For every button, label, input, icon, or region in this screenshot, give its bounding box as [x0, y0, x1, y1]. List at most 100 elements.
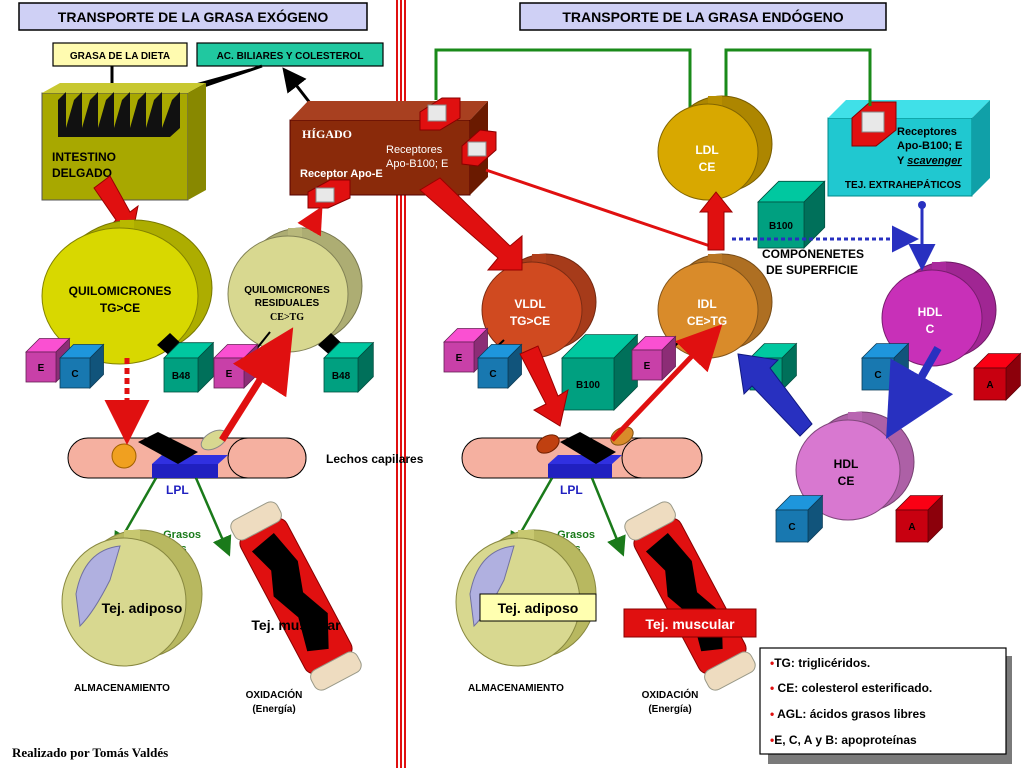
tissues — [61, 501, 756, 691]
almacenamiento-right: ALMACENAMIENTO — [468, 683, 564, 694]
tej-muscular-right-label: Tej. muscular — [623, 608, 757, 638]
svg-text:TG>CE: TG>CE — [100, 301, 140, 315]
apo-c-hdl-ce: C — [775, 494, 824, 543]
legend-box: •TG: triglicéridos. • CE: colesterol est… — [759, 647, 1012, 764]
svg-text:IDL: IDL — [697, 297, 716, 311]
apo-b48-residual: B48 — [323, 341, 375, 393]
hdl-ce-label: HDL CE — [834, 457, 859, 488]
apo-a-hdl: A — [973, 352, 1022, 401]
svg-text:DELGADO: DELGADO — [52, 166, 112, 180]
vldl-to-capillary-arrow — [519, 345, 569, 427]
apo-e-quilo-label: E — [38, 363, 45, 374]
svg-text:CE: CE — [838, 474, 855, 488]
apo-c-vldl-label: C — [489, 369, 496, 380]
tej-muscular-left — [230, 501, 362, 691]
tej-muscular-left-label: Tej. muscular — [251, 617, 341, 633]
apo-b100-ldl: B100 — [757, 180, 826, 249]
apo-e-vldl-label: E — [456, 353, 463, 364]
lipoprotein-cylinders — [41, 95, 997, 521]
green-connections — [434, 48, 872, 112]
svg-text:GRASA DE LA DIETA: GRASA DE LA DIETA — [70, 51, 170, 62]
svg-text:CE>TG: CE>TG — [687, 314, 727, 328]
apo-e-residual-label: E — [226, 369, 233, 380]
hdl-c-to-hdl-ce-arrow — [886, 346, 954, 439]
lpl-label-right: LPL — [560, 483, 583, 497]
apo-c-quilo: C — [59, 343, 105, 389]
apo-c-hdl: C — [861, 342, 910, 391]
svg-text:CE>TG: CE>TG — [270, 312, 304, 323]
svg-text:Apo-B100; E: Apo-B100; E — [897, 140, 962, 152]
svg-text:HDL: HDL — [918, 305, 943, 319]
svg-text:AC. BILIARES Y COLESTEROL: AC. BILIARES Y COLESTEROL — [217, 51, 364, 62]
apo-b100-ldl-label: B100 — [769, 221, 793, 232]
legend-item-apo: •E, C, A y B: apoproteínas — [770, 733, 917, 747]
tej-adiposo-left-label: Tej. adiposo — [102, 600, 183, 616]
apo-a-hdl-ce: A — [895, 494, 944, 543]
hdl-c-label: HDL C — [918, 305, 943, 336]
apo-c-quilo-label: C — [71, 369, 78, 380]
cyl-vldl — [481, 253, 597, 359]
title-exogeno: TRANSPORTE DE LA GRASA EXÓGENO — [18, 2, 368, 31]
svg-text:Receptores: Receptores — [386, 144, 443, 156]
svg-text:RESIDUALES: RESIDUALES — [255, 298, 320, 309]
apo-b48-quilo-label: B48 — [172, 371, 191, 382]
cyl-hdl-c — [881, 261, 997, 367]
legend-item-ce: • CE: colesterol esterificado. — [770, 681, 932, 695]
svg-text:CE: CE — [699, 160, 716, 174]
cyl-hdl-ce — [795, 411, 915, 521]
componentes-label-2: DE SUPERFICIE — [766, 263, 858, 277]
lecho-capilar-right — [461, 426, 703, 479]
tej-adiposo-right-label: Tej. adiposo — [479, 593, 597, 622]
liver-to-vldl-arrow — [419, 177, 523, 271]
oxidacion-left: OXIDACIÓN (Energía) — [246, 688, 303, 715]
tej-muscular-right — [624, 501, 756, 691]
svg-text:Apo-B100; E: Apo-B100; E — [386, 158, 448, 170]
apo-c-hdl-label: C — [874, 370, 881, 381]
svg-text:Tej. adiposo: Tej. adiposo — [498, 600, 579, 616]
apo-a-hdl-label: A — [986, 380, 993, 391]
idl-to-ldl-arrow — [698, 191, 734, 251]
title-endogeno-text: TRANSPORTE DE LA GRASA ENDÓGENO — [562, 8, 843, 25]
red-arrows — [219, 168, 723, 442]
oxidacion-right: OXIDACIÓN (Energía) — [642, 688, 699, 715]
svg-text:(Energía): (Energía) — [252, 704, 295, 715]
svg-text:TG>CE: TG>CE — [510, 314, 550, 328]
receptor-higado-top — [419, 97, 461, 131]
svg-text:Y scavenger: Y scavenger — [897, 155, 962, 167]
svg-text:TEJ. EXTRAHEPÁTICOS: TEJ. EXTRAHEPÁTICOS — [845, 178, 961, 191]
svg-text:OXIDACIÓN: OXIDACIÓN — [642, 688, 699, 701]
tej-extrahepaticos: Receptores Apo-B100; E Y scavenger TEJ. … — [827, 100, 990, 197]
title-endogeno: TRANSPORTE DE LA GRASA ENDÓGENO — [519, 2, 887, 31]
apo-e-residual: E — [213, 343, 259, 389]
svg-text:Receptor Apo-E: Receptor Apo-E — [300, 168, 383, 180]
intestino-delgado: INTESTINO DELGADO — [41, 83, 206, 201]
apo-b48-quilo: B48 — [163, 341, 215, 393]
svg-text:Receptores: Receptores — [897, 126, 957, 138]
box-grasa-dieta: GRASA DE LA DIETA — [52, 42, 188, 67]
svg-text:INTESTINO: INTESTINO — [52, 150, 116, 164]
legend-item-tg: •TG: triglicéridos. — [770, 656, 870, 670]
svg-text:HÍGADO: HÍGADO — [302, 127, 352, 141]
svg-text:OXIDACIÓN: OXIDACIÓN — [246, 688, 303, 701]
apo-e-idl: E — [631, 335, 677, 381]
apo-c-vldl: C — [477, 343, 523, 389]
lechos-label: Lechos capilares — [326, 452, 424, 466]
ldl-label: LDL CE — [695, 143, 718, 174]
credit-text: Realizado por Tomás Valdés — [12, 745, 168, 760]
apo-b100-vldl: B100 — [561, 333, 639, 411]
svg-text:Tej. adiposo: Tej. adiposo — [102, 600, 183, 616]
svg-text:QUILOMICRONES: QUILOMICRONES — [69, 284, 172, 298]
componentes-label: COMPONENETES — [762, 247, 864, 261]
apo-a-hdl-ce-label: A — [908, 522, 915, 533]
svg-text:VLDL: VLDL — [514, 297, 545, 311]
receptor-extra — [851, 101, 897, 147]
title-exogeno-text: TRANSPORTE DE LA GRASA EXÓGENO — [58, 8, 329, 25]
apo-e-idl-label: E — [644, 361, 651, 372]
almacenamiento-left: ALMACENAMIENTO — [74, 683, 170, 694]
hdl-to-idl-arrow — [737, 353, 813, 437]
svg-text:LDL: LDL — [695, 143, 718, 157]
receptor-apoe — [307, 179, 351, 209]
cyl-ldl — [657, 95, 773, 201]
receptor-higado-side — [461, 129, 497, 167]
